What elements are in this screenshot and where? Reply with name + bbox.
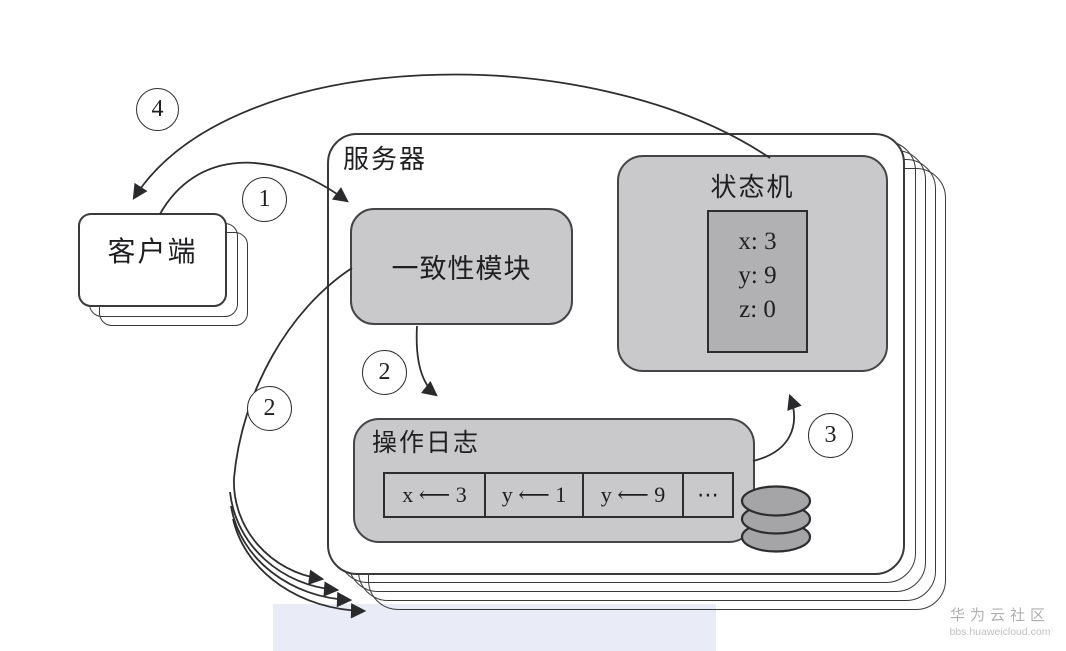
log-entry: y ⟵ 1 (484, 474, 582, 516)
watermark-title: 华为云社区 (949, 607, 1050, 624)
step-badge-3: 3 (808, 413, 853, 458)
state-machine-label: 状态机 (710, 173, 795, 202)
step-badge-2-log: 2 (362, 350, 407, 395)
server-label: 服务器 (343, 145, 428, 174)
state-machine-values: x: 3 y: 9 z: 0 (707, 210, 808, 353)
arrow-2-replicate-2 (229, 491, 340, 597)
watermark-url: bbs.huaweicloud.com (949, 626, 1051, 638)
state-value-z: z: 0 (739, 296, 776, 323)
log-entry: y ⟵ 9 (582, 474, 682, 516)
watermark: 华为云社区 bbs.huaweicloud.com (938, 604, 1062, 638)
operation-log-box (353, 418, 755, 543)
highlight-band (273, 604, 716, 651)
step-badge-4: 4 (136, 88, 179, 131)
client-box (78, 213, 227, 307)
consistency-module-label: 一致性模块 (391, 254, 532, 284)
client-label: 客户端 (107, 237, 198, 268)
log-entry-ellipsis: ⋯ (682, 474, 732, 516)
step-badge-2-replicate: 2 (247, 386, 292, 431)
log-entry: x ⟵ 3 (402, 482, 467, 507)
state-value-y: y: 9 (738, 262, 777, 289)
state-value-x: x: 3 (738, 228, 777, 255)
consistency-module-box: 一致性模块 (350, 208, 573, 325)
log-entry-row: x ⟵ 3 y ⟵ 1 y ⟵ 9 ⋯ (383, 472, 734, 518)
operation-log-label: 操作日志 (372, 430, 481, 457)
step-badge-1: 1 (242, 177, 287, 222)
